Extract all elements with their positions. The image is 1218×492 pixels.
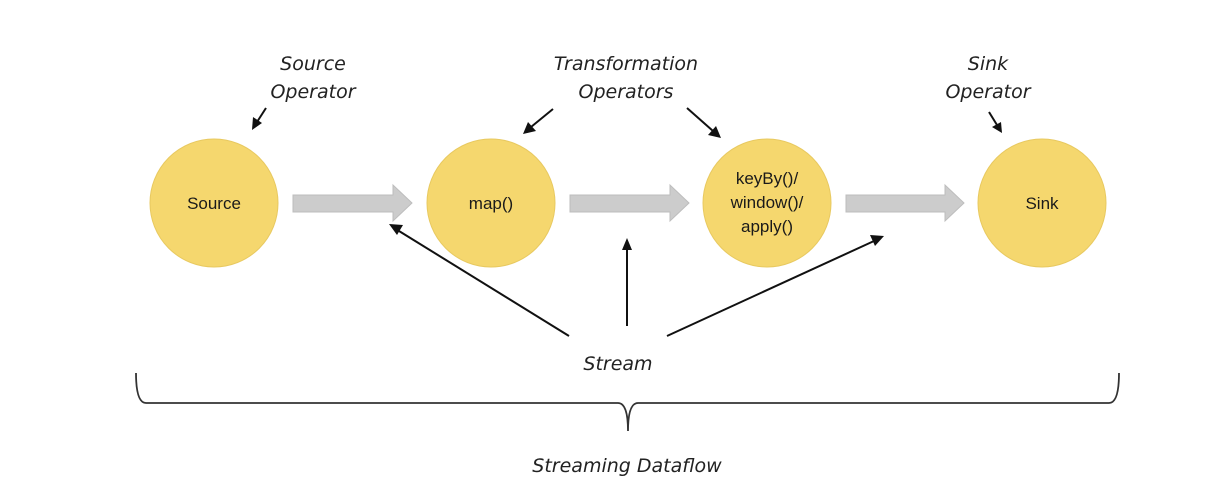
transformation-operators-annotation: Transformation Operators <box>554 53 698 103</box>
transformation-operators-line-2: Operators <box>579 81 674 103</box>
source-operator-pointer <box>256 107 267 123</box>
sink-operator-pointer <box>988 111 998 126</box>
stream-label: Stream <box>583 353 652 375</box>
sink-operator-pointer-head <box>992 122 1002 133</box>
transformation-to-keyby-pointer <box>686 107 714 132</box>
sink-operator-line-1: Sink <box>968 53 1009 75</box>
stream-pointer-right <box>666 240 875 337</box>
transformation-to-map-pointer <box>530 108 554 128</box>
source-operator-annotation: Source Operator <box>270 53 356 103</box>
flow-arrow-source-to-map <box>292 183 413 223</box>
keyby-node-label-line-3: apply() <box>741 217 793 236</box>
transformation-operators-line-1: Transformation <box>554 53 698 75</box>
source-operator-pointer-head <box>252 117 262 130</box>
source-node: Source <box>149 138 279 268</box>
dataflow-brace <box>135 372 1120 432</box>
transformation-to-keyby-pointer-head <box>708 126 721 138</box>
map-node-label: map() <box>469 194 513 213</box>
stream-pointer-arrows <box>389 224 884 337</box>
keyby-window-apply-node-circle <box>702 138 832 268</box>
keyby-window-apply-node: keyBy()/ window()/ apply() <box>702 138 832 268</box>
flow-arrow-keyby-to-sink <box>845 183 965 223</box>
stream-pointer-center-head <box>622 238 632 250</box>
sink-operator-line-2: Operator <box>945 81 1031 103</box>
source-operator-line-2: Operator <box>270 81 356 103</box>
source-node-circle <box>149 138 279 268</box>
stream-pointer-left-head <box>389 224 403 235</box>
transformation-to-map-pointer-head <box>523 122 536 134</box>
keyby-node-label-line-1: keyBy()/ <box>736 169 799 188</box>
streaming-dataflow-label: Streaming Dataflow <box>532 455 722 477</box>
flow-arrows <box>292 183 965 223</box>
map-node: map() <box>426 138 556 268</box>
stream-pointer-right-head <box>870 235 884 246</box>
operator-pointer-arrows <box>252 107 1002 138</box>
sink-node: Sink <box>977 138 1107 268</box>
map-node-circle <box>426 138 556 268</box>
sink-operator-annotation: Sink Operator <box>945 53 1031 103</box>
stream-pointer-left <box>398 230 570 337</box>
sink-node-circle <box>977 138 1107 268</box>
source-node-label: Source <box>187 194 241 213</box>
flow-arrow-map-to-keyby <box>569 183 690 223</box>
sink-node-label: Sink <box>1025 194 1059 213</box>
keyby-node-label-line-2: window()/ <box>730 193 804 212</box>
source-operator-line-1: Source <box>280 53 346 75</box>
